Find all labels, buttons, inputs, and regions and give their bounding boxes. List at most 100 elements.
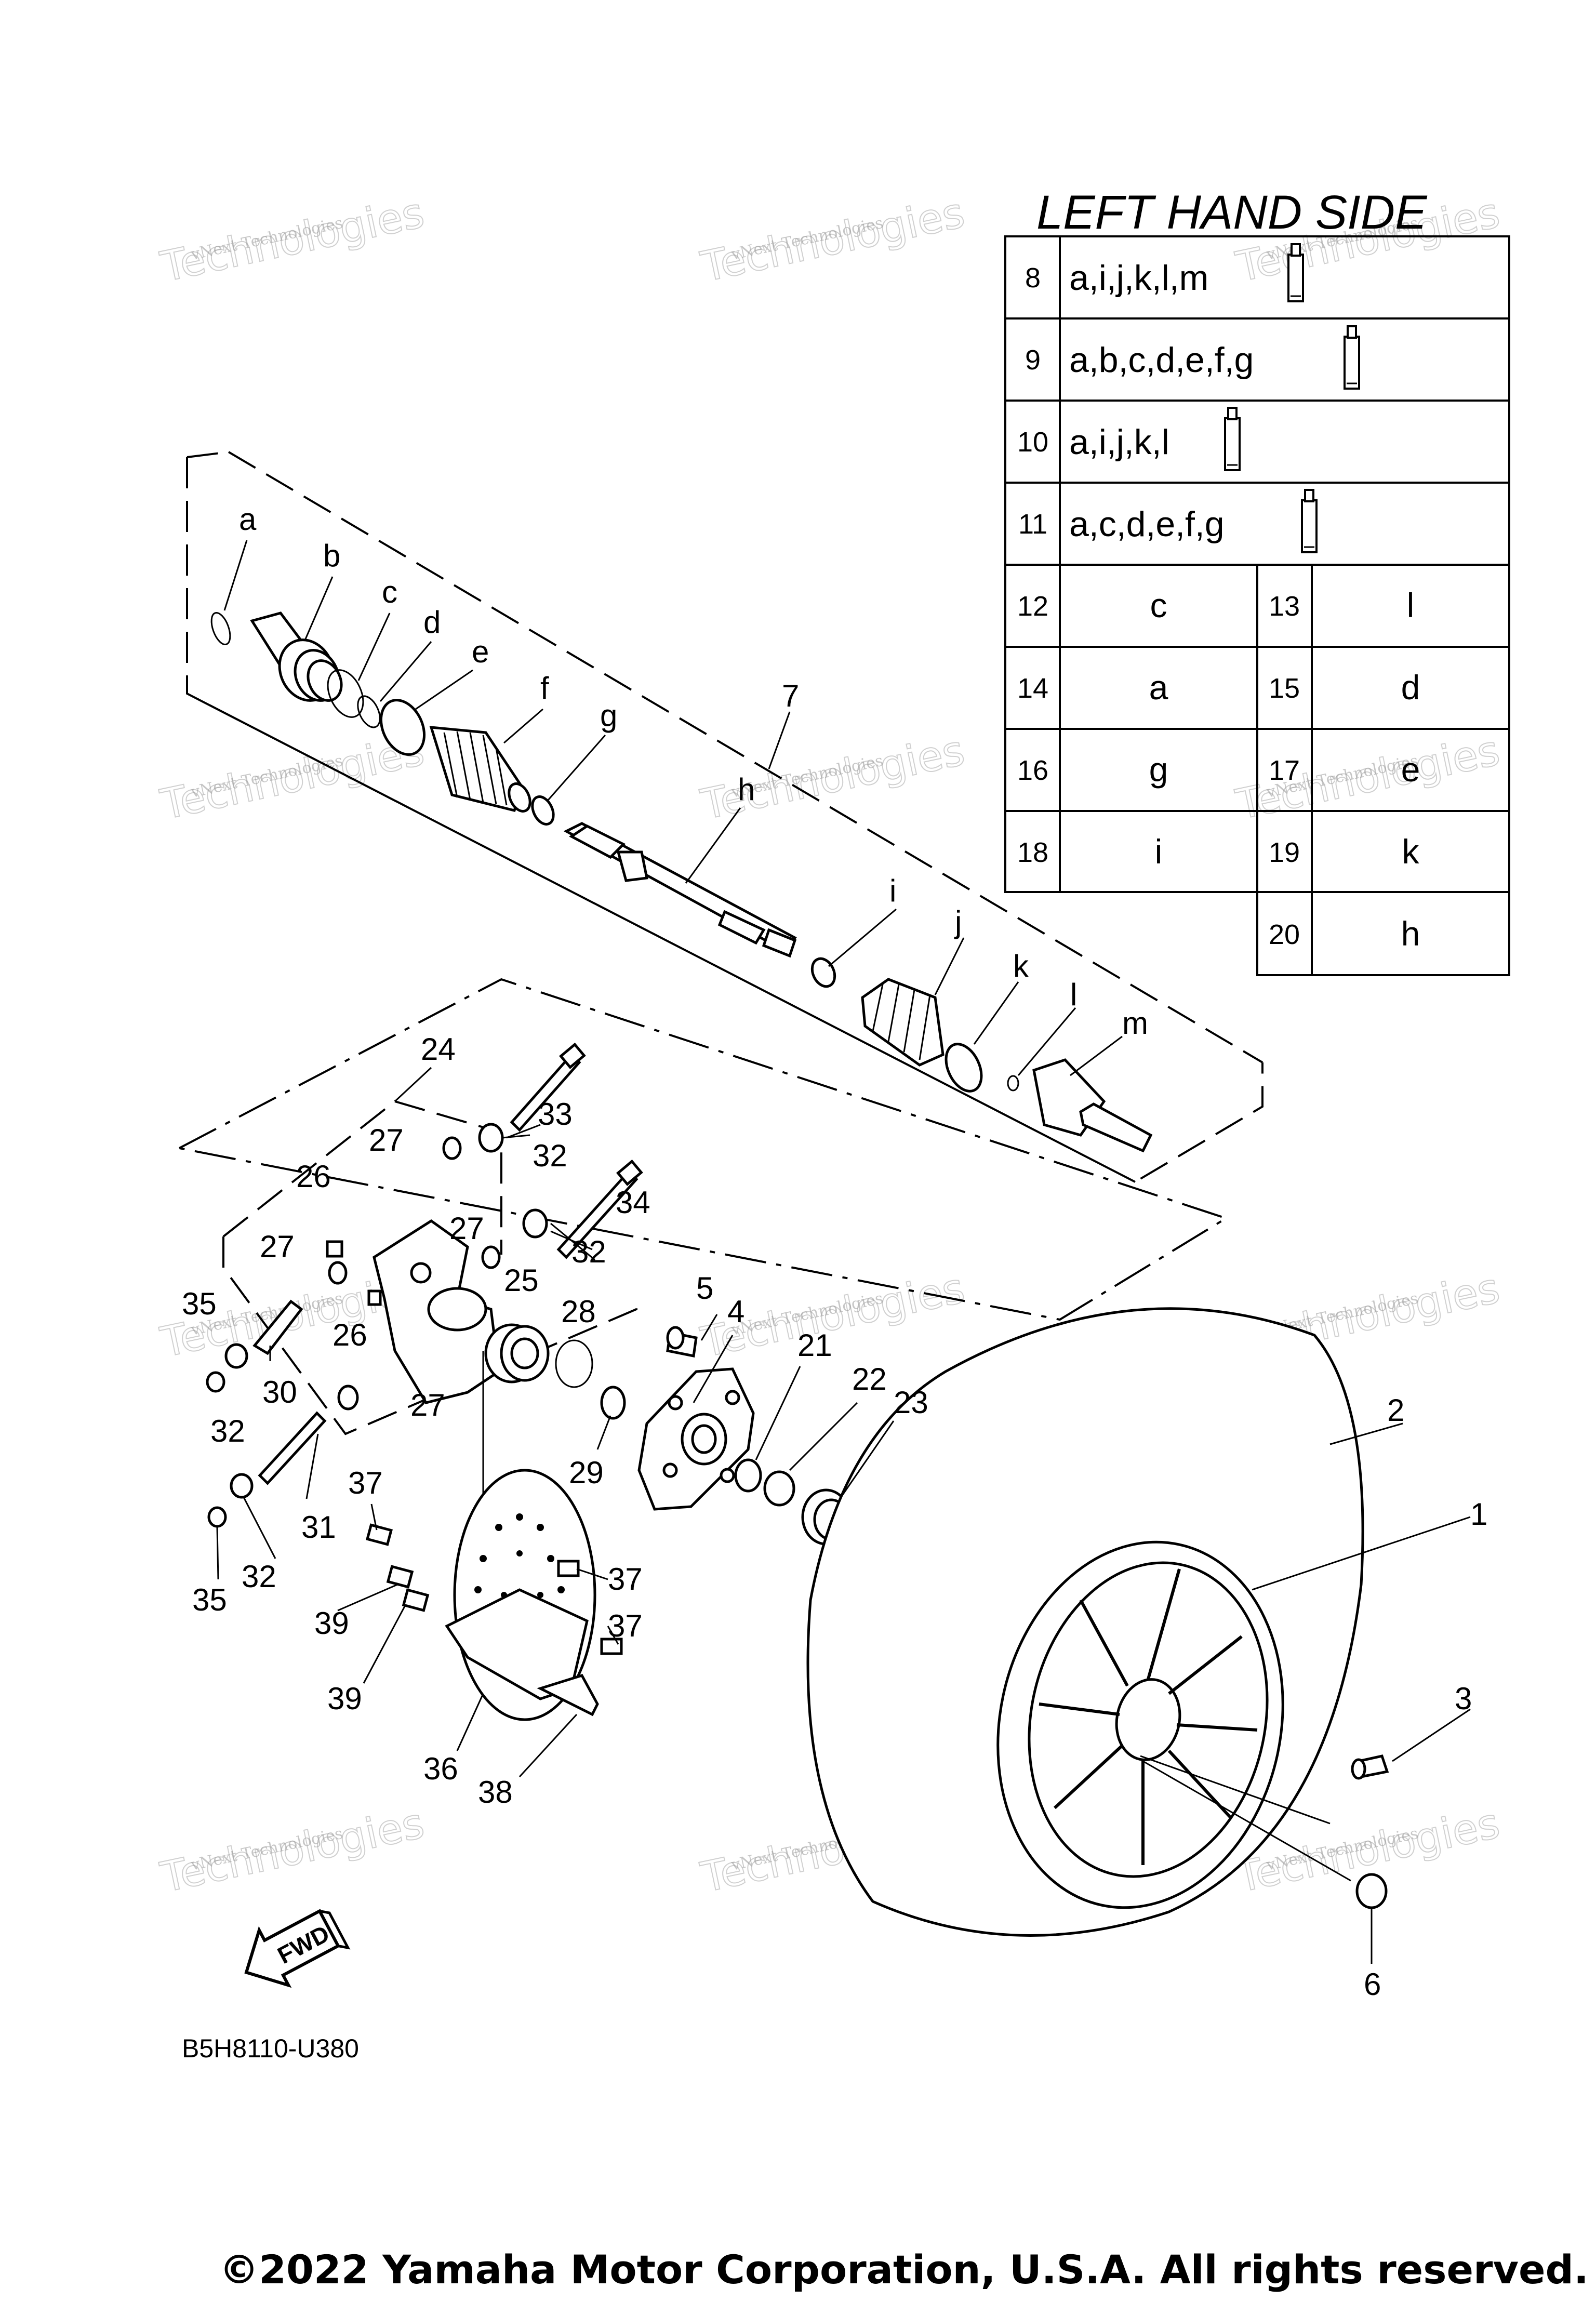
table-row: 14 a 15 d bbox=[1017, 668, 1420, 707]
bushing-27 bbox=[328, 1261, 348, 1285]
dashdot-boundary bbox=[176, 978, 1229, 1321]
callout-37: 37 bbox=[608, 1608, 643, 1643]
svg-text:8: 8 bbox=[1025, 262, 1041, 294]
watermark: Technologies vNext Technologies bbox=[696, 188, 969, 292]
callout-f: f bbox=[540, 671, 549, 706]
callout-37: 37 bbox=[608, 1562, 643, 1596]
callout-28: 28 bbox=[561, 1294, 596, 1329]
callout-31: 31 bbox=[301, 1510, 336, 1545]
callout-27: 27 bbox=[369, 1123, 404, 1158]
wheel-assembly bbox=[806, 1307, 1389, 1937]
grease-nipple-26 bbox=[326, 1240, 343, 1258]
inner-joint-m bbox=[1032, 1058, 1153, 1153]
callout-c: c bbox=[382, 575, 397, 609]
valve-3 bbox=[1351, 1754, 1389, 1780]
washer-32 bbox=[522, 1208, 548, 1239]
watermark: Technologies vNext Technologies bbox=[156, 1799, 429, 1902]
bearing-25 bbox=[484, 1323, 550, 1383]
circlip-l bbox=[1007, 1075, 1019, 1092]
bolt-33 bbox=[510, 1042, 586, 1132]
table-row: 20 h bbox=[1269, 914, 1420, 953]
callout-35: 35 bbox=[192, 1582, 227, 1617]
callout-25: 25 bbox=[504, 1263, 539, 1298]
callout-29: 29 bbox=[569, 1455, 604, 1490]
table-row: 16 g 17 e bbox=[1017, 750, 1420, 789]
callout-33: 33 bbox=[538, 1097, 573, 1132]
bolt-39 bbox=[402, 1588, 430, 1612]
grease-tube-icon bbox=[1287, 243, 1304, 302]
callout-4: 4 bbox=[727, 1294, 744, 1329]
callout-21: 21 bbox=[797, 1328, 832, 1363]
callout-i: i bbox=[889, 873, 896, 908]
callout-36: 36 bbox=[423, 1751, 458, 1786]
callout-27: 27 bbox=[260, 1229, 295, 1264]
svg-text:15: 15 bbox=[1269, 673, 1300, 704]
callout-6: 6 bbox=[1364, 1967, 1381, 2002]
callout-32: 32 bbox=[242, 1559, 276, 1594]
svg-text:a: a bbox=[1149, 668, 1168, 707]
callout-e: e bbox=[472, 634, 489, 669]
table-row: 9 a,b,c,d,e,f,g bbox=[1025, 325, 1360, 390]
svg-text:11: 11 bbox=[1018, 509, 1047, 540]
table-row: 8 a,i,j,k,l,m bbox=[1025, 243, 1304, 302]
svg-text:c: c bbox=[1150, 586, 1167, 624]
nut-35 bbox=[207, 1506, 227, 1528]
callout-30: 30 bbox=[262, 1375, 297, 1409]
bolt-37 bbox=[557, 1560, 580, 1577]
bolt-34 bbox=[556, 1159, 643, 1259]
callout-h: h bbox=[738, 772, 755, 807]
grease-tube-icon bbox=[1224, 407, 1241, 471]
drive-shaft-h bbox=[563, 822, 797, 958]
svg-text:13: 13 bbox=[1269, 591, 1300, 622]
grease-tube-icon bbox=[1301, 489, 1318, 553]
svg-text:a,c,d,e,f,g: a,c,d,e,f,g bbox=[1069, 504, 1225, 544]
svg-text:17: 17 bbox=[1269, 755, 1300, 786]
svg-text:14: 14 bbox=[1017, 673, 1048, 704]
svg-text:18: 18 bbox=[1017, 837, 1048, 868]
svg-text:a,b,c,d,e,f,g: a,b,c,d,e,f,g bbox=[1069, 340, 1254, 380]
callout-labels: a b c d e f g h 7 i j k l m 24 33 27 32 … bbox=[182, 502, 1487, 2002]
callout-1: 1 bbox=[1470, 1497, 1487, 1532]
callout-24: 24 bbox=[421, 1032, 456, 1067]
grease-nipple-26 bbox=[367, 1289, 382, 1306]
hub-assembly bbox=[600, 1326, 851, 1546]
pin-31 bbox=[258, 1411, 327, 1485]
leader-lines bbox=[216, 540, 1471, 1964]
bushing-27 bbox=[442, 1136, 462, 1160]
svg-text:a,i,j,k,l,m: a,i,j,k,l,m bbox=[1069, 258, 1208, 298]
grease-tube-icon bbox=[1344, 325, 1360, 390]
knuckle-assembly bbox=[176, 978, 1229, 1528]
callout-j: j bbox=[954, 904, 962, 939]
callout-22: 22 bbox=[852, 1362, 887, 1396]
bolt-37 bbox=[365, 1523, 393, 1546]
lug-nut-6 bbox=[1355, 1873, 1388, 1909]
callout-b: b bbox=[323, 538, 340, 573]
callout-32: 32 bbox=[571, 1234, 606, 1269]
table-title: LEFT HAND SIDE bbox=[1036, 186, 1428, 239]
callout-a: a bbox=[239, 502, 257, 537]
callout-34: 34 bbox=[616, 1185, 650, 1220]
stud-5 bbox=[666, 1326, 698, 1358]
nut-35 bbox=[206, 1371, 225, 1393]
callout-k: k bbox=[1013, 949, 1029, 983]
bushing-27 bbox=[481, 1245, 501, 1269]
callout-32: 32 bbox=[210, 1414, 245, 1448]
axle-nut-22 bbox=[763, 1470, 795, 1507]
callout-7: 7 bbox=[782, 678, 799, 713]
washer-21 bbox=[734, 1458, 762, 1493]
callout-39: 39 bbox=[314, 1606, 349, 1641]
svg-text:d: d bbox=[1401, 668, 1420, 707]
svg-text:19: 19 bbox=[1269, 837, 1300, 868]
boot-band-e bbox=[379, 699, 426, 756]
callout-39: 39 bbox=[327, 1681, 362, 1716]
bolt-39 bbox=[386, 1565, 414, 1589]
copyright-notice: ©2022 Yamaha Motor Corporation, U.S.A. A… bbox=[219, 2246, 1589, 2293]
callout-5: 5 bbox=[696, 1271, 713, 1306]
svg-text:20: 20 bbox=[1269, 919, 1300, 950]
svg-text:l: l bbox=[1407, 586, 1415, 624]
diagram-code: B5H8110-U380 bbox=[182, 2034, 359, 2063]
washer-32 bbox=[478, 1123, 504, 1153]
svg-text:g: g bbox=[1149, 750, 1168, 789]
watermark: Technologies vNext Technologies bbox=[156, 188, 429, 292]
